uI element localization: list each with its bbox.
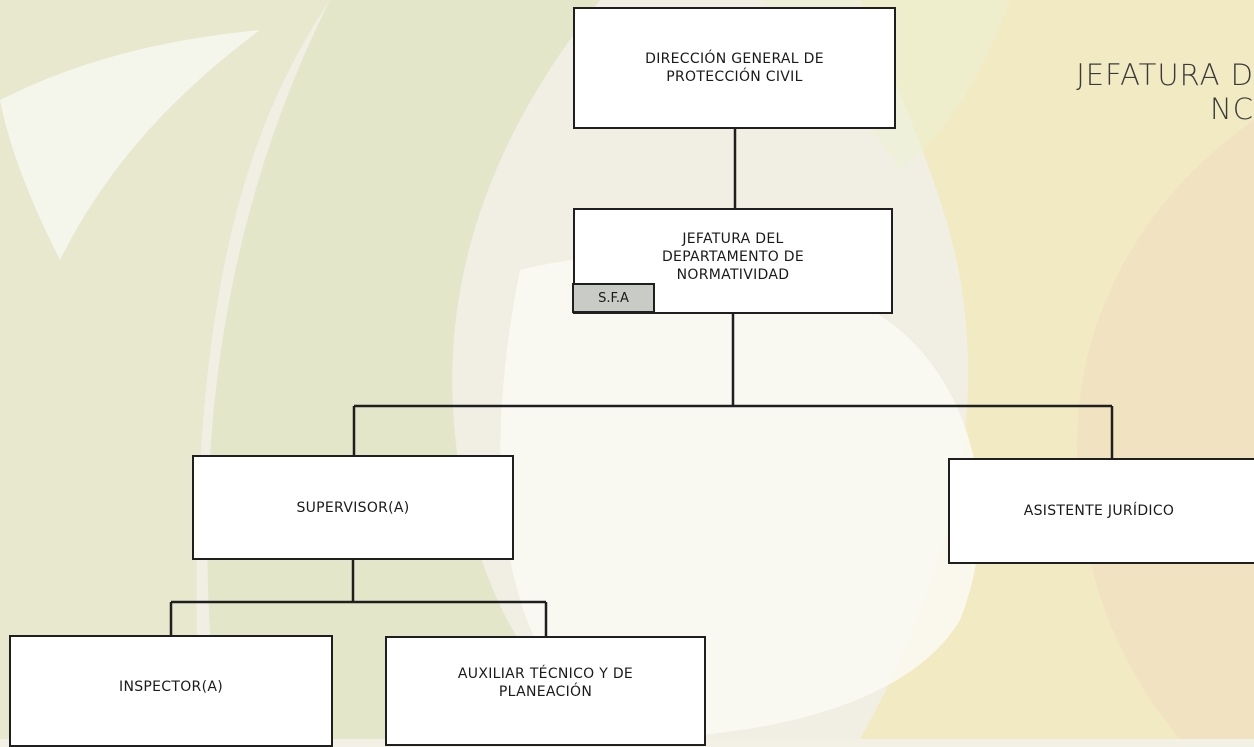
node-supervisor: SUPERVISOR(A): [192, 455, 514, 560]
sfa-badge-label: S.F.A: [598, 290, 629, 306]
node-auxiliar-tecnico-label: AUXILIAR TÉCNICO Y DE PLANEACIÓN: [457, 666, 634, 700]
node-jefatura-normatividad-label: JEFATURA DEL DEPARTAMENTO DE NORMATIVIDA…: [661, 231, 805, 283]
sfa-badge: S.F.A: [572, 283, 655, 313]
node-supervisor-label: SUPERVISOR(A): [296, 499, 410, 516]
node-asistente-juridico: ASISTENTE JURÍDICO: [948, 458, 1254, 564]
node-inspector-label: INSPECTOR(A): [119, 679, 223, 695]
node-direccion-general-label: DIRECCIÓN GENERAL DE PROTECCIÓN CIVIL: [645, 51, 824, 85]
node-direccion-general: DIRECCIÓN GENERAL DE PROTECCIÓN CIVIL: [573, 7, 896, 129]
page-title: JEFATURA D NC: [1076, 58, 1254, 126]
node-inspector: INSPECTOR(A): [9, 635, 333, 747]
node-auxiliar-tecnico: AUXILIAR TÉCNICO Y DE PLANEACIÓN: [385, 636, 706, 746]
node-asistente-juridico-label: ASISTENTE JURÍDICO: [1023, 503, 1175, 519]
